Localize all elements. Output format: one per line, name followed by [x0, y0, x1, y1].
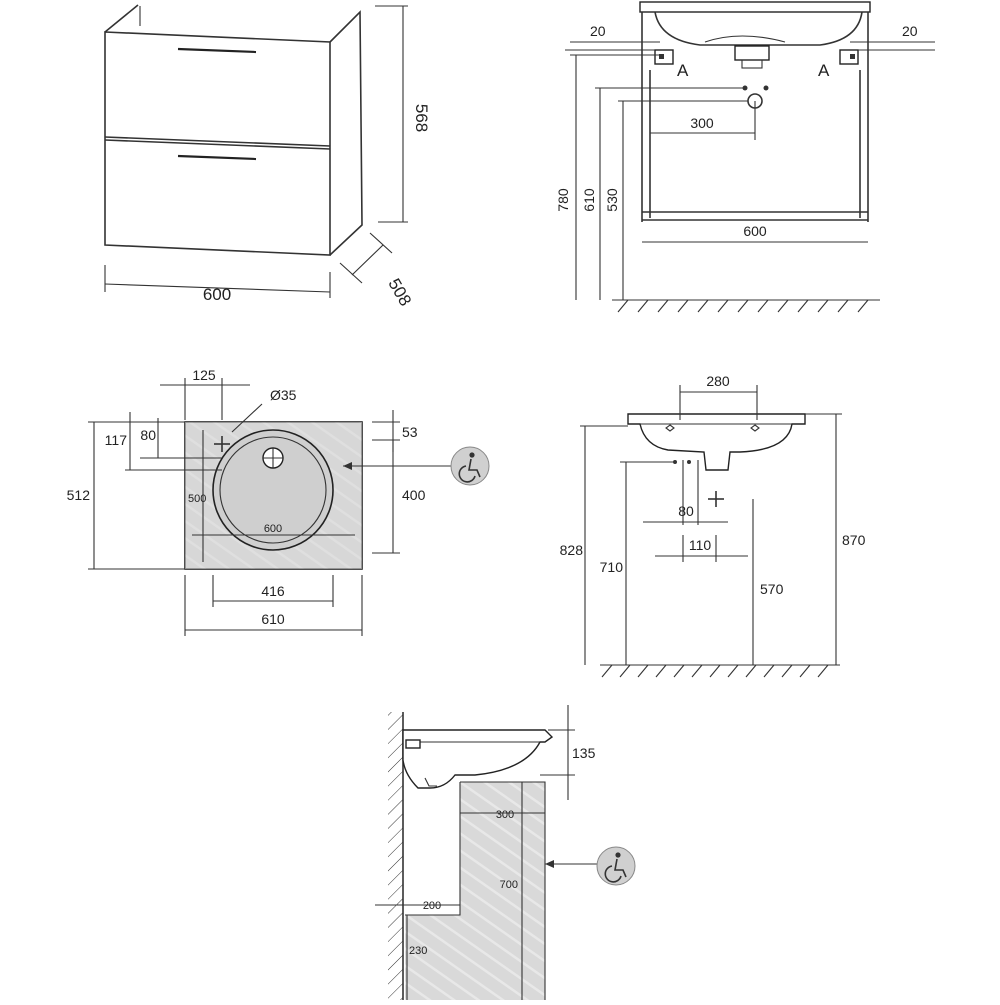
- dim-110-label: 110: [689, 537, 712, 553]
- drain-trap-neck: [741, 59, 763, 69]
- dim-400-label: 400: [402, 487, 426, 503]
- basin-side-view: 280 80 110 828 710 570 870: [560, 373, 866, 678]
- basin-inner-curve: [704, 35, 786, 43]
- offset-right-label: 20: [902, 23, 918, 39]
- drain-trap-body: [734, 45, 770, 61]
- basin-bowl-outline: [654, 11, 863, 46]
- cabinet-top-left-edge: [104, 4, 139, 33]
- dim-230-label: 230: [409, 945, 427, 957]
- depth-dim-ext-a: [339, 262, 363, 284]
- wheelchair-icon: [596, 846, 636, 886]
- basin-side-profile: [627, 413, 806, 471]
- bottom-drawer-handle: [177, 154, 257, 161]
- drawer-divider: [104, 139, 331, 150]
- hole-diameter-leader: [231, 403, 263, 433]
- depth-dim-ext-b: [369, 232, 393, 254]
- wall-accessibility-arrowhead: [545, 860, 554, 868]
- cabinet-front-view: 568 600 508: [104, 4, 431, 309]
- outlet-point-b: [687, 460, 691, 464]
- inner-width-label: 600: [264, 523, 282, 535]
- wall-basin-profile: [402, 729, 554, 789]
- floor-hatch: [617, 299, 869, 313]
- wall-hatch: [388, 712, 403, 1000]
- tap-hole-left-mark: [665, 424, 675, 432]
- outlet-point-a: [673, 460, 677, 464]
- depth-dim-line: [351, 244, 384, 276]
- dim-80-side-label: 80: [678, 503, 694, 519]
- tap-offset-label: 125: [192, 367, 216, 383]
- dim-700-label: 700: [500, 879, 518, 891]
- drawer-divider-gap: [104, 136, 331, 147]
- overall-width-label: 610: [261, 611, 285, 627]
- offset-left-label: 20: [590, 23, 606, 39]
- basin-bowl-circle: [212, 429, 334, 551]
- inner-depth-label: 500: [188, 493, 206, 505]
- floor-hatch-side: [601, 664, 829, 678]
- height-870-label: 870: [842, 532, 866, 548]
- cabinet-side-face: [329, 10, 363, 256]
- drain-detail: [424, 777, 437, 787]
- dim-200-label: 200: [423, 900, 441, 912]
- bowl-width-label: 416: [261, 583, 285, 599]
- accessibility-pointer-arrowhead: [343, 462, 352, 470]
- height-780-label: 780: [555, 188, 571, 212]
- frame-width-label: 600: [743, 223, 767, 239]
- clearance-zone-outline: [405, 781, 546, 1000]
- wheelchair-icon: [450, 446, 490, 486]
- dim-135-label: 135: [572, 745, 596, 761]
- cabinet-elevation-view: 20 20 A A 300 600 780 610 530: [555, 1, 935, 313]
- height-570-label: 570: [760, 581, 784, 597]
- height-610-label: 610: [581, 188, 597, 212]
- countertop-rim: [639, 1, 871, 13]
- section-marker-right: A: [818, 61, 830, 80]
- height-828-label: 828: [560, 542, 584, 558]
- bracket-right-screw: [850, 54, 855, 59]
- bracket-left-screw: [659, 54, 664, 59]
- tap-spacing-label: 280: [706, 373, 730, 389]
- height-710-label: 710: [600, 559, 624, 575]
- basin-bowl-inner: [219, 436, 327, 544]
- top-drawer-handle: [177, 47, 257, 54]
- cabinet-depth-label: 508: [384, 275, 415, 309]
- cabinet-front-face: [104, 31, 331, 256]
- height-530-label: 530: [604, 188, 620, 212]
- wall-section-view: 135 300 700 200 230: [375, 705, 636, 1000]
- tap-hole-right-mark: [750, 424, 760, 432]
- cabinet-width-label: 600: [203, 285, 231, 304]
- hole-diameter-label: Ø35: [270, 387, 297, 403]
- depth-512-label: 512: [67, 487, 91, 503]
- dim-300-label: 300: [496, 809, 514, 821]
- basin-plan-view: Ø35 125 512 117 80 500 600 53 400 416: [67, 367, 490, 636]
- section-marker-left: A: [677, 61, 689, 80]
- dim-53-label: 53: [402, 424, 418, 440]
- overflow-slot: [405, 739, 421, 749]
- cabinet-height-label: 568: [412, 104, 431, 132]
- drain-offset-label: 300: [690, 115, 714, 131]
- dim-80-label: 80: [140, 427, 156, 443]
- bracket-right: [839, 49, 859, 65]
- supply-point-right: [763, 85, 769, 91]
- clearance-zone: [405, 782, 545, 1000]
- dim-117-label: 117: [105, 432, 128, 448]
- width-dim-line: [104, 283, 331, 293]
